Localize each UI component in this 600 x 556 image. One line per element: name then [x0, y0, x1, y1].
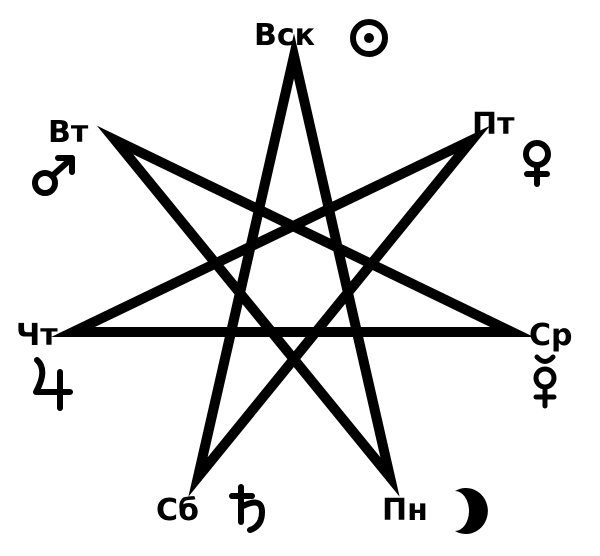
- mercury-symbol-icon: [533, 354, 557, 409]
- saturn-symbol-icon: [229, 484, 265, 533]
- day-label-thursday: Чт: [16, 318, 58, 353]
- moon-symbol-icon: [455, 488, 488, 534]
- day-label-saturday: Сб: [156, 493, 199, 528]
- day-label-tuesday: Вт: [48, 115, 89, 150]
- day-label-monday: Пн: [382, 493, 428, 528]
- mars-symbol-icon: [32, 155, 75, 196]
- day-label-friday: Пт: [472, 107, 515, 142]
- day-label-sunday: Вск: [254, 18, 316, 53]
- sun-symbol-icon: [350, 19, 388, 57]
- venus-symbol-icon: [523, 140, 551, 187]
- heptagram-star: [51, 33, 534, 497]
- jupiter-symbol-icon: [33, 357, 73, 411]
- day-label-wednesday: Ср: [529, 318, 573, 353]
